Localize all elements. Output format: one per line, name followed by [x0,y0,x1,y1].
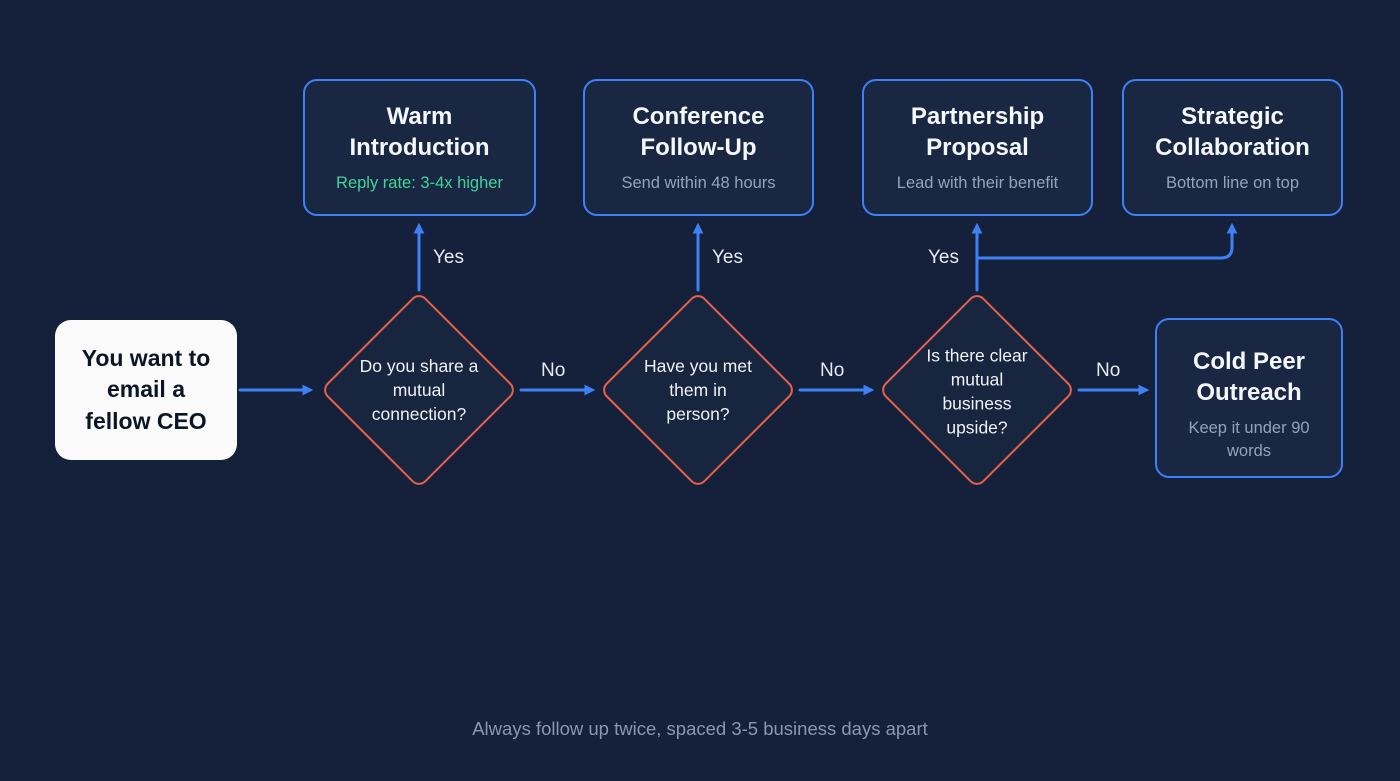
outcome-box-cold-peer-outreach: Cold Peer Outreach Keep it under 90 word… [1155,318,1343,478]
decision-question: Have you met them in person? [644,355,752,425]
connector-decision3-to-strategic-collab [975,222,1238,260]
outcome-box-warm-introduction: Warm Introduction Reply rate: 3-4x highe… [303,79,536,216]
outcome-box-strategic-collaboration: Strategic Collaboration Bottom line on t… [1122,79,1343,216]
outcome-subtitle: Keep it under 90 words [1188,419,1310,460]
outcome-title: Partnership Proposal [910,103,1045,162]
outcome-subtitle: Bottom line on top [1166,174,1299,193]
edge-label-no: No [1096,360,1121,381]
outcome-subtitle: Reply rate: 3-4x higher [336,174,503,193]
decision-question: Do you share a mutual connection? [359,355,479,425]
outcome-title: Warm Introduction [349,103,490,162]
edge-label-yes: Yes [712,247,743,268]
outcome-title: Cold Peer Outreach [1192,348,1306,407]
start-node: You want to email a fellow CEO [55,320,237,460]
outcome-box-partnership-proposal: Partnership Proposal Lead with their ben… [862,79,1093,216]
edge-label-yes: Yes [433,247,464,268]
outcome-subtitle: Send within 48 hours [621,174,776,193]
footer-note: Always follow up twice, spaced 3-5 busin… [472,718,928,739]
outcome-subtitle: Lead with their benefit [896,174,1059,193]
edge-label-no: No [541,360,566,381]
outcome-box-conference-follow-up: Conference Follow-Up Send within 48 hour… [583,79,814,216]
outcome-title: Strategic Collaboration [1155,103,1310,162]
outcome-title: Conference Follow-Up [632,103,765,162]
edge-label-yes: Yes [928,247,959,268]
decision-question: Is there clear mutual business upside? [926,345,1028,439]
start-label: You want to email a fellow CEO [81,345,211,434]
edge-label-no: No [820,360,845,381]
